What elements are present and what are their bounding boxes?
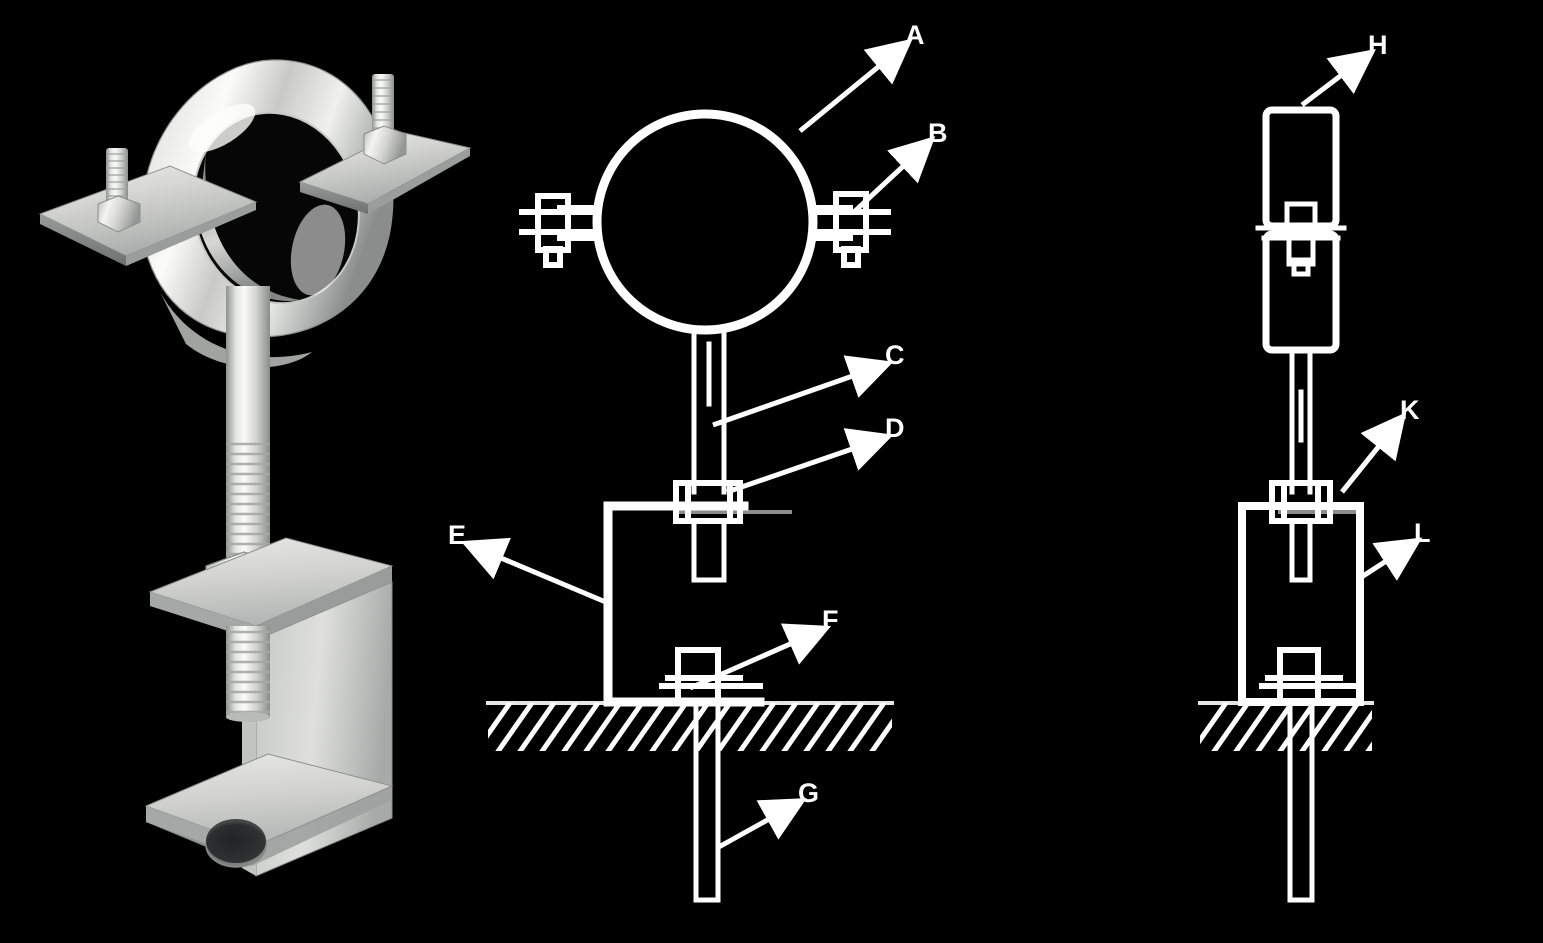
z-bracket-side	[1238, 502, 1364, 706]
clamp-bolt-side	[1255, 201, 1347, 277]
z-bracket-front	[603, 501, 765, 707]
side-elevation-drawing: H K L	[1198, 30, 1431, 903]
rod-below-nut	[691, 518, 727, 583]
photograph-render	[38, 59, 472, 877]
rod-tail-photo	[226, 626, 270, 722]
callout-label-A: A	[905, 20, 925, 50]
base-nut-front	[659, 647, 763, 705]
nut-right	[363, 125, 407, 165]
z-bracket-photo	[144, 537, 394, 877]
clamp-plate-right	[298, 74, 472, 214]
product-photograph-panel	[0, 0, 480, 943]
ground-hatch-front	[488, 703, 892, 751]
anchor-bolt-front	[693, 699, 721, 903]
callout-label-L: L	[1414, 518, 1431, 548]
threaded-rod-photo	[226, 286, 270, 586]
bolt-right-threads	[372, 79, 394, 129]
ground-hatch-side	[1200, 703, 1372, 751]
callout-label-G: G	[798, 778, 819, 808]
callouts-front-view: A B C D E F G	[448, 20, 948, 851]
clamp-bolt-left	[519, 193, 600, 268]
side-elevation-panel: H K L	[1150, 0, 1543, 943]
front-elevation-drawing: A B C D E F G	[448, 20, 948, 903]
clamp-plate-left	[38, 148, 258, 266]
threaded-rod-side	[1289, 347, 1313, 495]
leader-D	[726, 428, 894, 495]
callout-label-K: K	[1400, 395, 1420, 425]
rod-below-nut-side	[1289, 518, 1313, 583]
front-elevation-panel: A B C D E F G	[440, 0, 1020, 943]
callout-label-C: C	[885, 340, 905, 370]
leader-G	[715, 798, 807, 851]
callouts-side-view: H K L	[1300, 30, 1431, 581]
nut-left	[97, 195, 141, 233]
clamp-band-photo	[141, 59, 394, 368]
leader-E	[460, 537, 609, 606]
callout-label-H: H	[1368, 30, 1388, 60]
leader-A	[798, 38, 913, 133]
leader-B	[851, 136, 936, 215]
leader-K	[1340, 412, 1407, 494]
bolt-left	[106, 148, 128, 206]
callout-label-D: D	[885, 413, 905, 443]
bolt-left-threads	[106, 153, 128, 197]
base-nut-side	[1259, 647, 1359, 705]
leader-H	[1300, 48, 1376, 107]
pipe-clamp-circle	[592, 109, 818, 335]
leader-F	[688, 623, 832, 691]
leader-L	[1358, 537, 1423, 581]
callout-label-B: B	[928, 118, 948, 148]
threaded-rod-front	[691, 327, 727, 495]
callout-label-F: F	[822, 605, 839, 635]
clamp-bolt-right	[809, 191, 891, 268]
leader-C	[712, 355, 894, 428]
callout-label-E: E	[448, 520, 466, 550]
